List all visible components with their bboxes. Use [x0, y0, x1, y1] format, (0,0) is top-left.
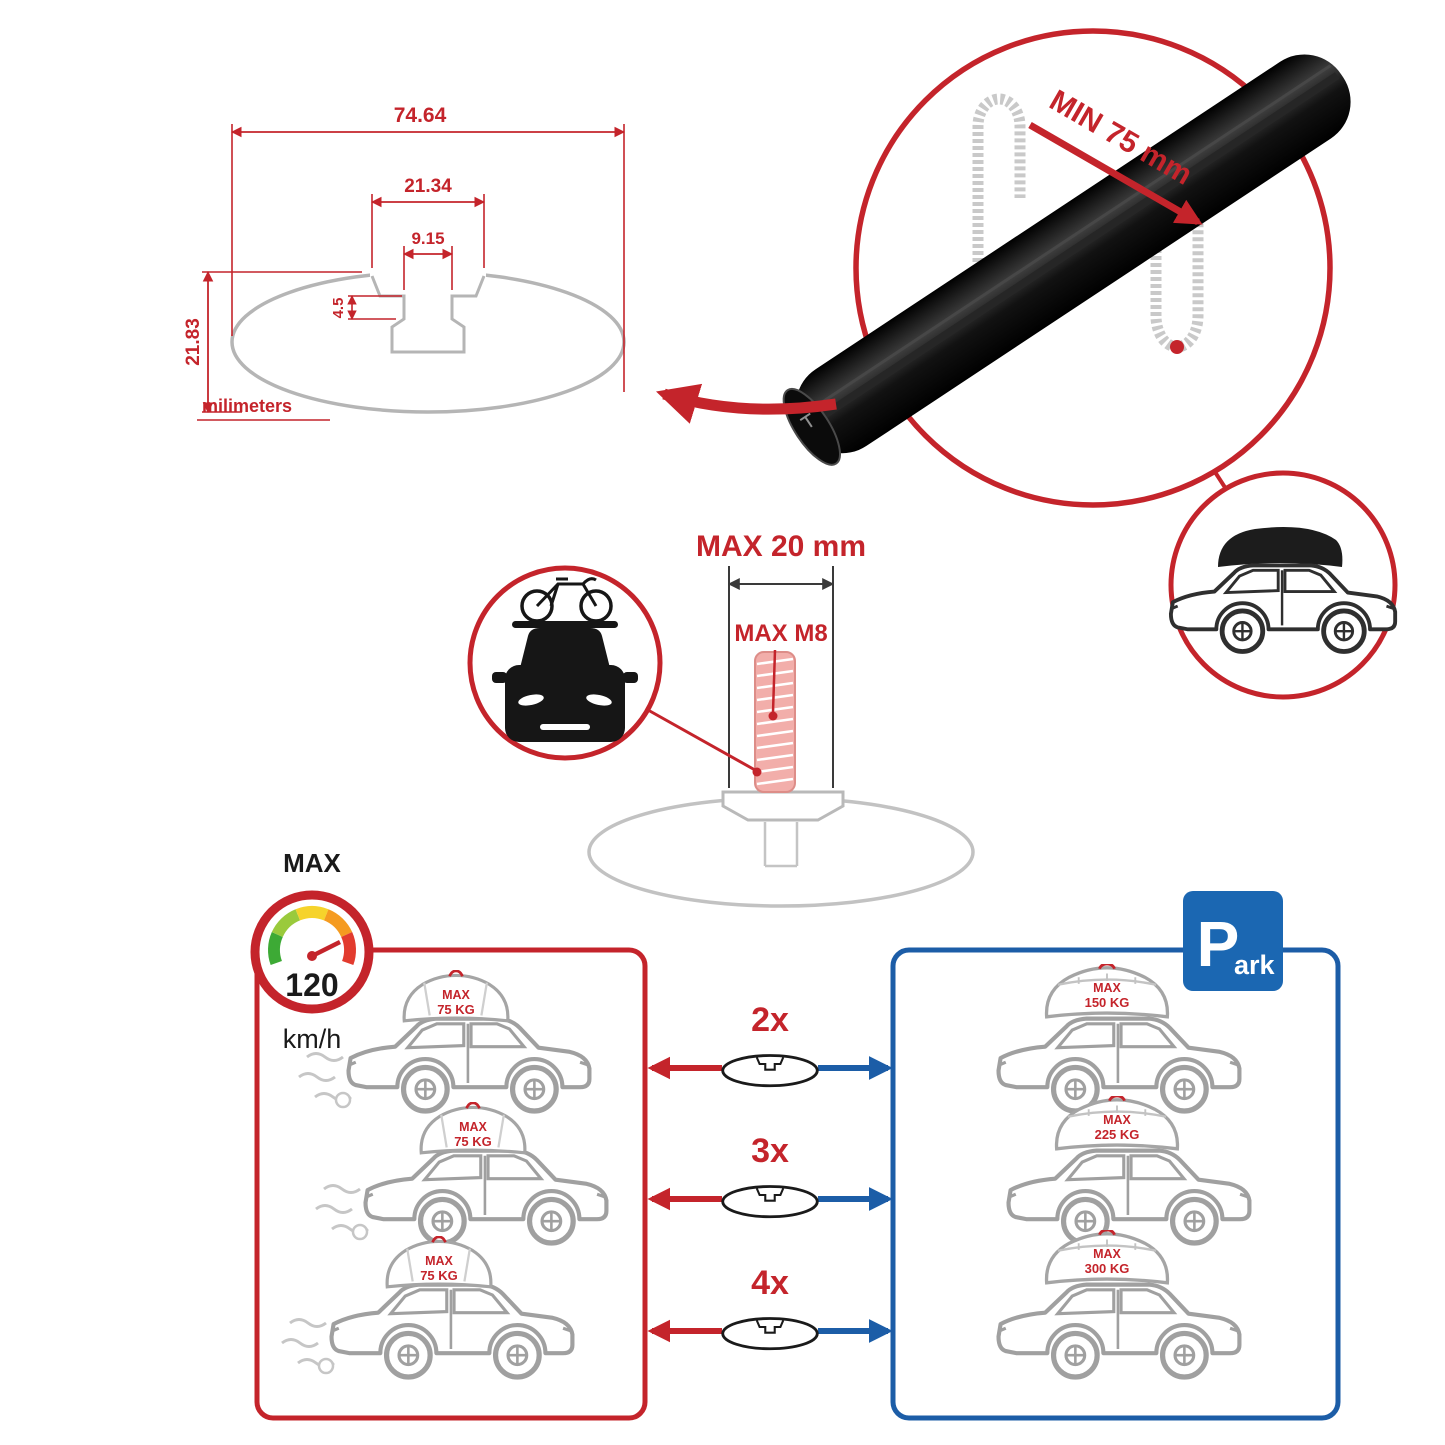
load-label: MAX — [1103, 1113, 1131, 1127]
parking-panel — [890, 947, 1341, 1421]
load-value: 225 KG — [1095, 1127, 1140, 1142]
parking-sign: P ark — [1183, 891, 1283, 991]
suv-car-icon — [332, 1285, 573, 1377]
crossbar-render-detail: MIN 75 mm — [782, 28, 1351, 508]
speed-value: 120 — [285, 967, 338, 1003]
speed-max-label: MAX — [283, 848, 341, 878]
t-slot-channel-outline — [370, 275, 486, 354]
suv-car-icon — [999, 1285, 1240, 1377]
bar-to-profile-arrow — [656, 383, 837, 424]
min-clamp-arrow — [1028, 121, 1203, 226]
crossbar-section-icon — [721, 1185, 819, 1219]
bolt-spec-diagram: MAX 20 mm MAX M8 — [467, 530, 975, 908]
t-bolt-head — [721, 790, 845, 822]
load-value: 300 KG — [1085, 1261, 1130, 1276]
load-label: MAX — [1093, 1247, 1121, 1261]
bar-count-row: 2x — [647, 1001, 893, 1088]
car-front-with-bike-icon — [492, 577, 638, 742]
dim-lip-depth: 4.5 — [330, 298, 347, 319]
suv-car-icon — [366, 1151, 607, 1243]
threaded-hook-icon — [972, 93, 1026, 262]
bar-count-row: 4x — [647, 1264, 893, 1351]
parked-car-row: MAX 150 KG — [999, 964, 1240, 1111]
gauge-needle — [310, 939, 342, 959]
load-value: 75 KG — [437, 1002, 475, 1017]
max-bolt-length-label: MAX 20 mm — [696, 530, 866, 563]
load-label: MAX — [459, 1120, 487, 1134]
bar-count-row: 3x — [647, 1132, 893, 1219]
clamp-point-dot — [1170, 340, 1184, 354]
parked-car-row: MAX 300 KG — [999, 1230, 1240, 1377]
profile-slot-gap — [370, 262, 486, 278]
circle-connector-line — [1213, 470, 1228, 491]
gauge-arcs — [268, 906, 356, 966]
detail-circle — [853, 28, 1333, 508]
dim-total-width: 74.64 — [394, 104, 447, 127]
speed-unit: km/h — [283, 1024, 342, 1054]
count-3x: 3x — [751, 1132, 789, 1170]
circle-leader-line — [647, 708, 756, 772]
load-label: MAX — [425, 1254, 453, 1268]
load-value: 75 KG — [420, 1268, 458, 1283]
driving-car-row: MAX 75 KG — [281, 1236, 573, 1377]
count-2x: 2x — [751, 1001, 789, 1039]
max-thread-label: MAX M8 — [734, 620, 827, 647]
load-label: MAX — [1093, 981, 1121, 995]
crossbar-section-icon — [721, 1054, 819, 1088]
roof-box-icon — [1218, 527, 1343, 567]
parked-car-row: MAX 225 KG — [1009, 1096, 1250, 1243]
load-value: 75 KG — [454, 1134, 492, 1149]
crossbar-section-icon — [721, 1317, 819, 1351]
speed-limit-gauge: MAX 120 km/h — [250, 848, 374, 1054]
driving-panel — [254, 947, 648, 1421]
dim-opening-width: 21.34 — [404, 176, 452, 197]
dim-height: 21.83 — [183, 318, 204, 366]
crossbar-profile-ellipse — [230, 270, 626, 414]
parking-sign-suffix: ark — [1234, 950, 1276, 980]
suv-roofbox-circle — [1171, 470, 1395, 700]
load-label: MAX — [442, 988, 470, 1002]
suv-car-icon — [1009, 1151, 1250, 1243]
driving-car-row: MAX 75 KG — [315, 1102, 607, 1243]
count-4x: 4x — [751, 1264, 789, 1302]
profile-dimension-diagram: 74.64 21.34 9.15 4.5 21.83 milimeters — [183, 104, 626, 421]
bike-car-circle — [467, 565, 762, 777]
load-value: 150 KG — [1085, 995, 1130, 1010]
parking-sign-letter: P — [1197, 908, 1240, 980]
dim-mouth-width: 9.15 — [411, 229, 444, 248]
thread-leader-line — [771, 649, 777, 713]
units-label: milimeters — [202, 396, 292, 416]
driving-car-row: MAX 75 KG — [298, 970, 590, 1111]
suv-car-icon — [349, 1019, 590, 1111]
